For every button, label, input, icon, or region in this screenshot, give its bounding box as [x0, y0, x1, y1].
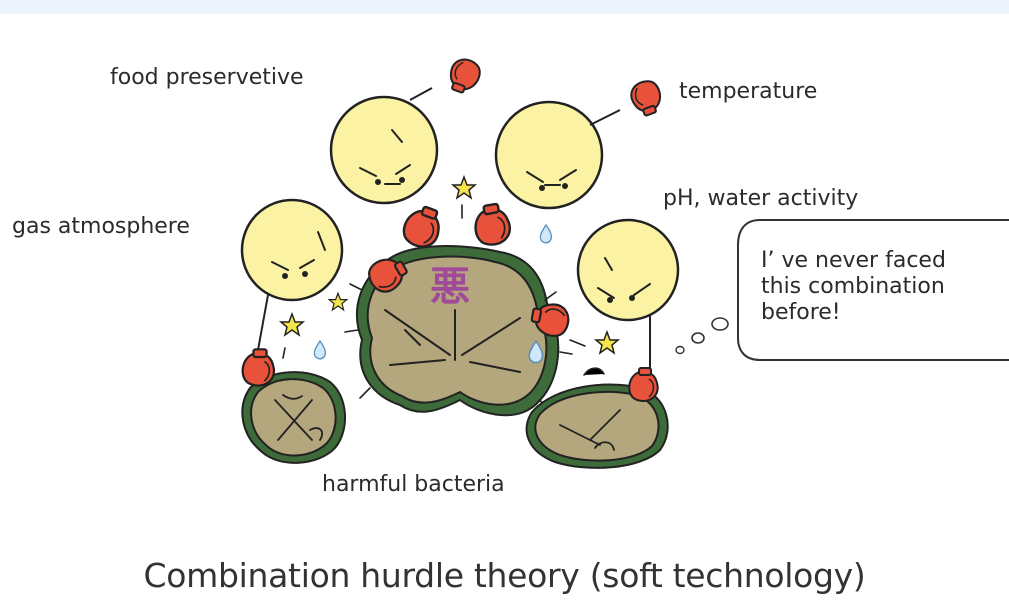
hurdle-face-icon: [496, 102, 620, 208]
speech-bubble-text: I’ ve never faced this combination befor…: [761, 248, 1001, 326]
caption-title: Combination hurdle theory (soft technolo…: [0, 556, 1009, 595]
label-temperature: temperature: [679, 81, 817, 103]
boxing-glove-icon: [243, 349, 274, 385]
label-ph-water-activity: pH, water activity: [663, 188, 858, 210]
boxing-glove-icon: [472, 202, 513, 247]
impact-star-icon: [596, 332, 618, 353]
water-drop-icon: [540, 225, 551, 243]
bacteria-glyph: 悪: [430, 264, 470, 310]
speech-line: this combination: [761, 274, 1001, 300]
boxing-glove-icon: [628, 78, 666, 119]
water-drop-icon: [314, 341, 325, 359]
label-harmful-bacteria: harmful bacteria: [322, 474, 505, 496]
label-gas-atmosphere: gas atmosphere: [12, 216, 190, 238]
boxing-glove-icon: [445, 56, 483, 97]
boxing-glove-icon: [629, 368, 657, 401]
boxing-glove-icon: [400, 202, 446, 251]
speech-line: before!: [761, 300, 1001, 326]
impact-star-icon: [453, 177, 475, 198]
label-food-preservative: food preservetive: [110, 67, 304, 89]
hurdle-face-icon: [331, 88, 437, 203]
hurdle-face-icon: [578, 220, 678, 370]
impact-star-icon: [329, 293, 347, 310]
impact-star-icon: [281, 314, 303, 335]
speech-line: I’ ve never faced: [761, 248, 1001, 274]
